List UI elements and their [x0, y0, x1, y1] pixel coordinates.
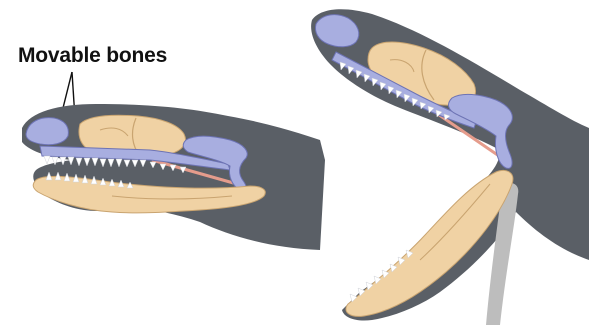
movable-bones-label: Movable bones	[18, 44, 167, 68]
snake-head-closed	[22, 104, 325, 250]
head-silhouette-open	[311, 9, 589, 320]
snake-head-open	[311, 9, 589, 325]
